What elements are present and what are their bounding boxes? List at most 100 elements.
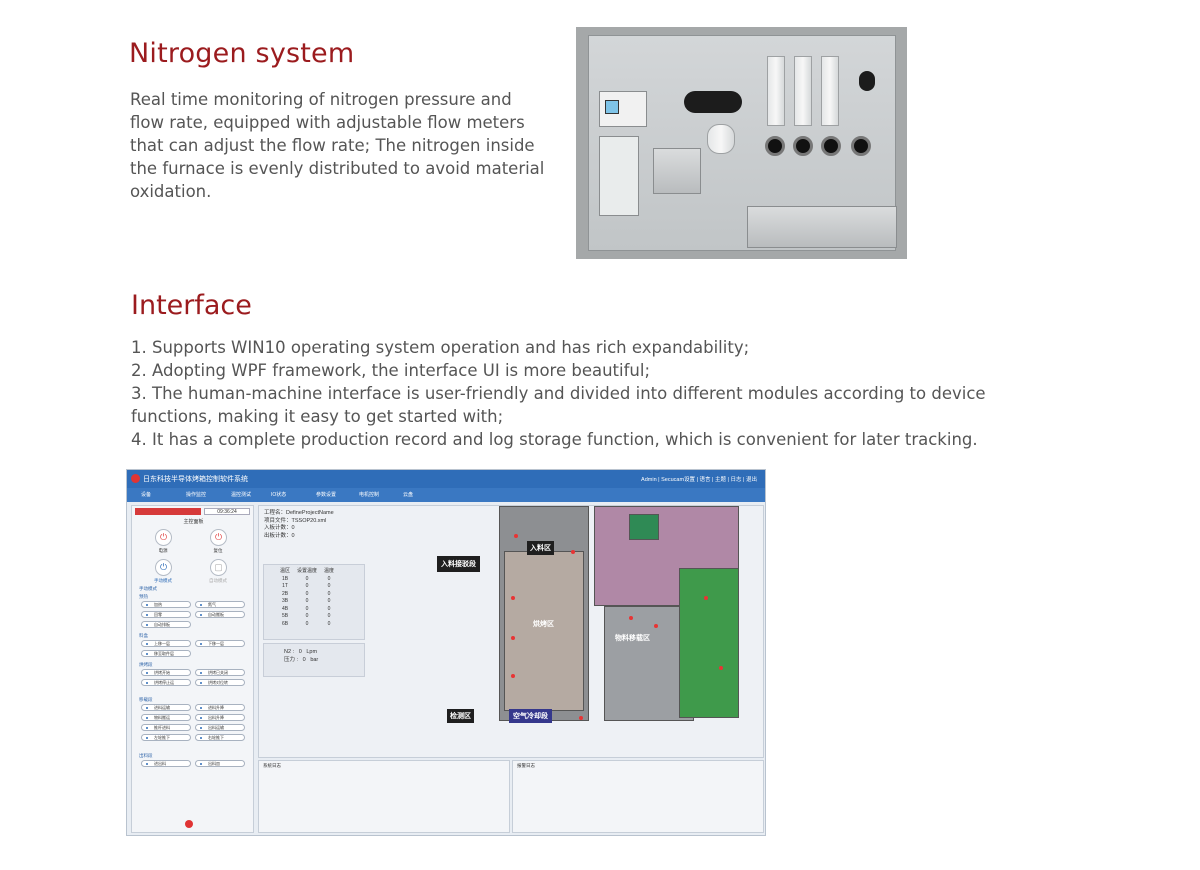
table-header: 设置温度 — [296, 568, 317, 575]
zone-cell: 2B — [281, 590, 289, 597]
setpoint-cell: 0 — [305, 613, 309, 620]
flow-knob — [765, 136, 785, 156]
toolbar-tab[interactable]: IO状态 — [271, 492, 287, 498]
auto-mode-button[interactable]: ▢ — [210, 559, 227, 576]
interface-line: 2. Adopting WPF framework, the interface… — [131, 361, 651, 380]
group-title: 移载段 — [139, 697, 153, 702]
control-button[interactable]: 上移一层 — [141, 640, 191, 647]
control-button[interactable]: 左轮推下 — [141, 734, 191, 741]
module-block — [629, 514, 659, 540]
brand-logo-icon — [185, 820, 193, 828]
control-button[interactable]: 烘烤对位转 — [195, 679, 245, 686]
auto-mode-label: 自动模式 — [209, 578, 227, 583]
alarm-log-panel[interactable]: 报警日志 — [512, 760, 764, 833]
control-button[interactable]: 出料皿 — [195, 760, 245, 767]
pressure-value: 0 — [302, 657, 306, 663]
group-title: 手动模式 — [139, 586, 157, 591]
app-logo-icon — [131, 474, 140, 483]
setpoint-cell: 0 — [305, 590, 309, 597]
temp-cell: 0 — [327, 605, 331, 612]
nitrogen-description: Real time monitoring of nitrogen pressur… — [130, 88, 560, 203]
sensor-dot — [654, 624, 658, 628]
setpoint-cell: 0 — [305, 605, 309, 612]
control-button[interactable]: 下移一层 — [195, 640, 245, 647]
zone-cell: 3B — [281, 598, 289, 605]
nitrogen-line: Real time monitoring of nitrogen pressur… — [130, 90, 512, 109]
reset-button[interactable]: ⏻ — [210, 529, 227, 546]
zone-label-air-cooling[interactable]: 空气冷却段 — [509, 709, 552, 723]
zone-label-infeed-dock[interactable]: 入料接驳段 — [437, 556, 480, 572]
nitrogen-line: flow rate, equipped with adjustable flow… — [130, 113, 525, 132]
zone-label-inspection[interactable]: 检测区 — [447, 709, 474, 723]
equipment-panel — [588, 35, 897, 251]
zone-label-infeed[interactable]: 入料区 — [527, 541, 554, 555]
table-header: 温度 — [323, 568, 334, 575]
control-button[interactable]: 回零 — [141, 611, 191, 618]
control-button[interactable]: 加热 — [141, 601, 191, 608]
clock-display: 09:36:24 — [204, 508, 250, 515]
setpoint-cell: 0 — [305, 583, 309, 590]
control-button[interactable]: 物料搬运 — [141, 714, 191, 721]
output-count: 出板计数：0 — [264, 532, 295, 539]
control-button[interactable]: 氮气 — [195, 601, 245, 608]
sensor-dot — [511, 636, 515, 640]
control-button[interactable]: 进料升降 — [195, 704, 245, 711]
pipe-elbow — [707, 124, 735, 154]
control-button[interactable]: 出料升降 — [195, 714, 245, 721]
project-info: 工程名：DefineProjectName 项目文件：TSSOP20.xml 入… — [264, 510, 334, 540]
sensor-dot — [511, 596, 515, 600]
toolbar-tab[interactable]: 电机控制 — [359, 492, 380, 498]
alarm-bar — [135, 508, 201, 515]
control-button[interactable]: 推杆进料 — [141, 724, 191, 731]
flow-knob — [851, 136, 871, 156]
control-button[interactable]: 进料运输 — [141, 704, 191, 711]
control-button[interactable]: 烘烤已关闭 — [195, 669, 245, 676]
zone-label-transfer[interactable]: 物料移载区 — [615, 635, 650, 642]
nitrogen-heading: Nitrogen system — [129, 38, 355, 69]
control-button[interactable]: 移至取件层 — [141, 650, 191, 657]
flow-knob — [821, 136, 841, 156]
pressure-display — [605, 100, 619, 114]
app-user-menu[interactable]: Admin | Secucam设置 | 语言 | 主题 | 日志 | 退出 — [641, 477, 757, 483]
machine-workspace: 工程名：DefineProjectName 项目文件：TSSOP20.xml 入… — [258, 505, 764, 758]
project-file: 项目文件：TSSOP20.xml — [264, 517, 327, 524]
control-button[interactable]: 自动搬板 — [195, 611, 245, 618]
temp-cell: 0 — [327, 590, 331, 597]
valve-block — [653, 148, 701, 194]
zone-cell: 5B — [281, 613, 289, 620]
nitrogen-readout: N2 : 0 Lpm 压力 : 0 bar — [263, 643, 365, 677]
app-toolbar: 设备 操作监控 温控测试 IO状态 参数设置 电机控制 云盘 — [127, 488, 765, 502]
temp-cell: 0 — [327, 598, 331, 605]
setpoint-cell: 0 — [305, 620, 309, 627]
zone-label-baking[interactable]: 烘烤区 — [533, 621, 554, 628]
toolbar-tab[interactable]: 参数设置 — [316, 492, 337, 498]
control-button[interactable]: 出料运输 — [195, 724, 245, 731]
system-log-panel[interactable]: 系统日志 — [258, 760, 510, 833]
manual-mode-button[interactable]: ⏻ — [155, 559, 172, 576]
reset-label: 复位 — [213, 548, 223, 553]
toolbar-tab[interactable]: 温控测试 — [231, 492, 252, 498]
control-button[interactable]: 烘烤停止运 — [141, 679, 191, 686]
sensor-dot — [511, 674, 515, 678]
control-button[interactable]: 进出料 — [141, 760, 191, 767]
control-button[interactable]: 自动排板 — [141, 621, 191, 628]
panel-title: 主控面板 — [183, 519, 204, 525]
zone-cell: 6B — [281, 620, 289, 627]
toolbar-tab[interactable]: 设备 — [141, 492, 152, 498]
toolbar-tab[interactable]: 操作监控 — [186, 492, 207, 498]
power-button[interactable]: ⏻ — [155, 529, 172, 546]
power-label: 电源 — [158, 548, 168, 553]
temp-cell: 0 — [327, 583, 331, 590]
sensor-dot — [579, 716, 583, 720]
project-name: 工程名：DefineProjectName — [264, 510, 334, 516]
control-button[interactable]: 烘烤开始 — [141, 669, 191, 676]
table-row: 2B 0 0 — [274, 591, 340, 599]
control-button[interactable]: 右轮推下 — [195, 734, 245, 741]
nitrogen-equipment-photo — [576, 27, 907, 259]
interface-line: functions, making it easy to get started… — [131, 407, 504, 426]
toolbar-tab[interactable]: 云盘 — [403, 492, 414, 498]
